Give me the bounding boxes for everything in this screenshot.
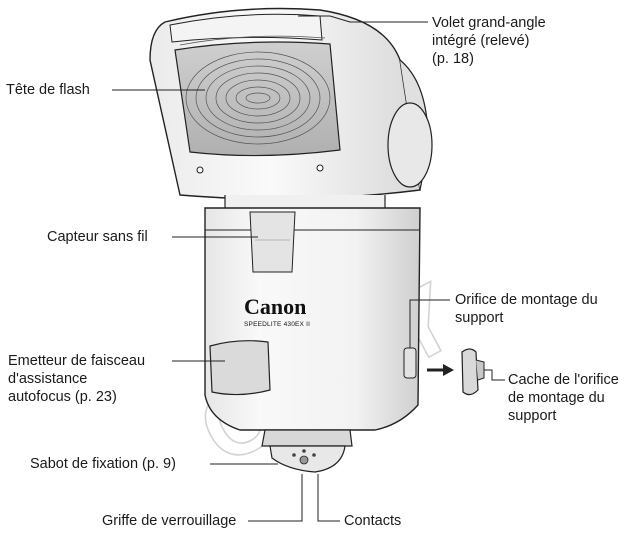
label-wide-panel: Volet grand-angle intégré (relevé) (p. 1… xyxy=(432,15,546,67)
label-bracket-cover: Cache de l'orifice de montage du support xyxy=(508,372,619,424)
brand-logo: Canon xyxy=(244,294,306,319)
flash-head xyxy=(149,7,433,200)
model-name: SPEEDLITE 430EX II xyxy=(244,321,310,328)
flash-body: Canon SPEEDLITE 430EX II xyxy=(204,207,421,431)
label-bracket-hole: Orifice de montage du support xyxy=(455,292,598,326)
label-af-emitter: Emetteur de faisceau d'assistance autofo… xyxy=(8,353,146,405)
label-lock-pin: Griffe de verrouillage xyxy=(102,513,237,529)
leader-lines xyxy=(112,15,505,522)
label-contacts: Contacts xyxy=(344,513,402,529)
mounting-foot xyxy=(261,429,353,473)
label-mounting-foot: Sabot de fixation (p. 9) xyxy=(30,456,176,472)
bracket-cover-part xyxy=(461,348,485,396)
label-flash-head: Tête de flash xyxy=(6,82,90,98)
label-wireless-sensor: Capteur sans fil xyxy=(47,229,148,245)
